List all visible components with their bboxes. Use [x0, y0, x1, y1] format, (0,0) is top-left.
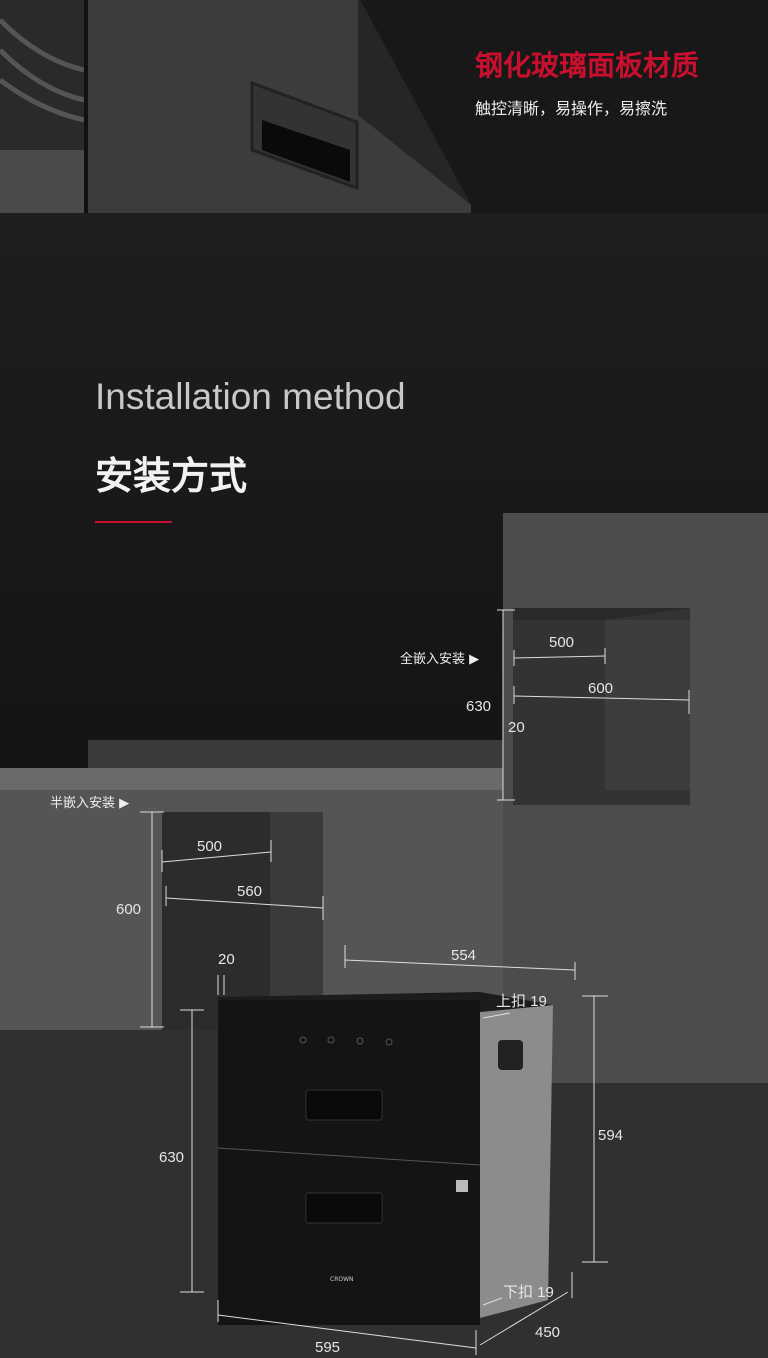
half-embed-label: 半嵌入安装 ▶	[50, 796, 130, 811]
product-front-width: 595	[315, 1339, 341, 1356]
product-body-height: 594	[598, 1127, 624, 1144]
full-embed-gap: 20	[508, 719, 525, 736]
section-title-en: Installation method	[95, 376, 406, 417]
full-embed-depth: 500	[549, 634, 575, 651]
product-body-width: 554	[451, 947, 477, 964]
full-embed-height: 630	[466, 698, 492, 715]
feature-title: 钢化玻璃面板材质	[475, 49, 700, 82]
half-embed-depth: 500	[197, 838, 223, 855]
feature-subtitle: 触控清晰，易操作，易擦洗	[475, 99, 668, 118]
half-embed-width: 560	[237, 883, 263, 900]
section-title-cn: 安装方式	[95, 454, 248, 498]
product-depth: 450	[535, 1324, 561, 1341]
feature-banner: 钢化玻璃面板材质 触控清晰，易操作，易擦洗	[0, 0, 768, 213]
product-bottom-flange: 下扣 19	[503, 1284, 554, 1301]
half-embed-height: 600	[116, 901, 142, 918]
glass-panel-photo	[0, 0, 471, 213]
full-embed-width: 600	[588, 680, 614, 697]
half-embed-gap: 20	[218, 951, 235, 968]
product-total-height: 630	[159, 1149, 185, 1166]
product-top-flange: 上扣 19	[496, 993, 547, 1010]
full-embed-label: 全嵌入安装 ▶	[400, 652, 480, 667]
accent-divider	[95, 521, 172, 523]
brand-logo: CROWN	[330, 1276, 354, 1283]
